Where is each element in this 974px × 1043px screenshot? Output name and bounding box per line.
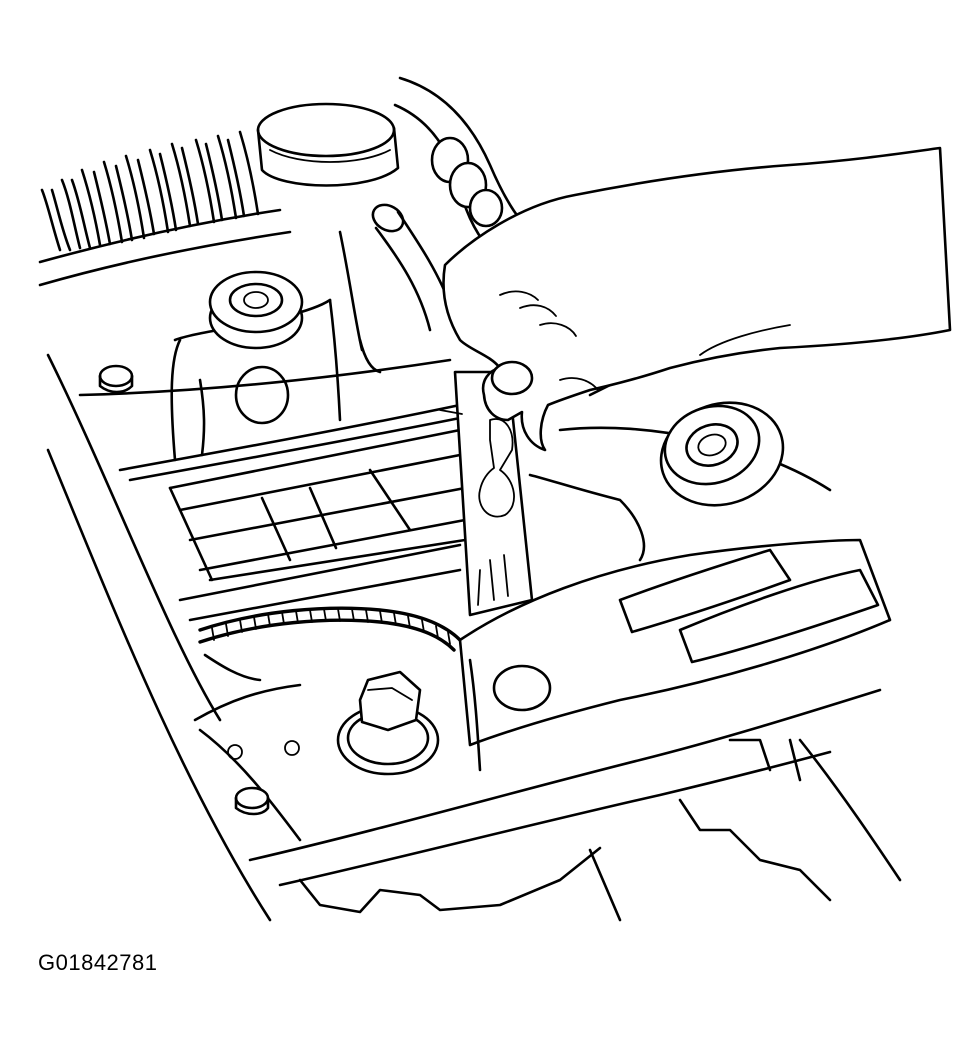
crossmember [458,538,892,772]
hex-bolt [336,670,440,776]
right-bushing [659,401,785,507]
lower-plate [193,653,302,842]
hose [393,76,547,257]
lower-body [248,688,902,922]
canister [256,102,400,187]
panel-grid [168,428,646,622]
mount-bracket [170,270,342,462]
wire-harness [198,606,462,652]
left-bolt [98,364,134,394]
hand [442,146,952,452]
figure-id-label: G01842781 [38,950,158,975]
pipe-connector [338,203,454,374]
ribbed-cover [38,130,292,287]
